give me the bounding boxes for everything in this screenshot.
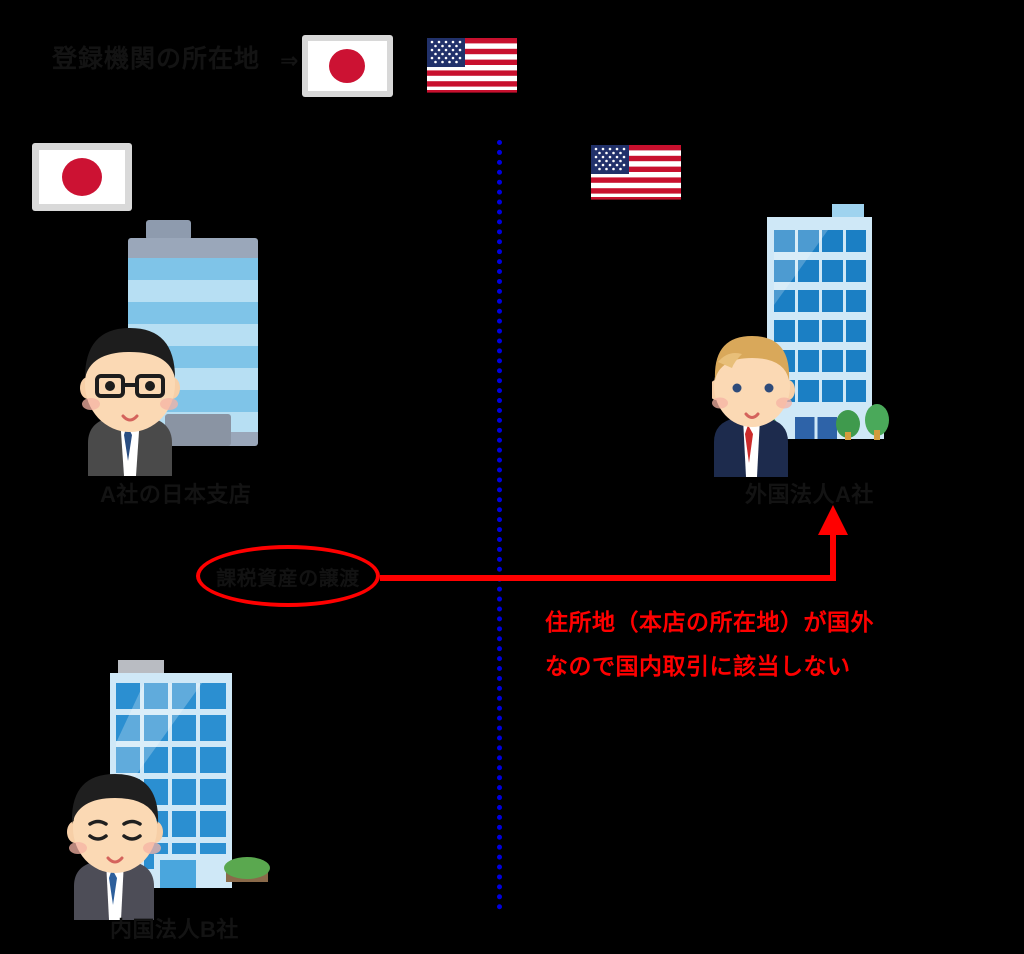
- transaction-label: 課税資産の譲渡: [216, 567, 360, 590]
- foreign-corp-label: 外国法人A社: [745, 482, 874, 507]
- domestic-corp-illustration: [66, 658, 291, 925]
- annotation-note: 住所地（本店の所在地）が国外 なので国内取引に該当しない: [545, 600, 874, 688]
- ellipse-outline: [196, 545, 380, 607]
- foreign-corp-illustration: [709, 202, 907, 482]
- annotation-line-1: 住所地（本店の所在地）が国外: [545, 609, 874, 635]
- annotation-line-2: なので国内取引に該当しない: [545, 653, 851, 679]
- transaction-ellipse: 課税資産の譲渡: [196, 545, 380, 607]
- branch-illustration: [75, 218, 275, 481]
- japan-flag-branch: [30, 140, 134, 214]
- domestic-corp-label: 内国法人B社: [110, 917, 239, 942]
- branch-label: A社の日本支店: [100, 482, 252, 507]
- page-title: 登録機関の所在地: [52, 45, 261, 73]
- usa-flag: [424, 30, 520, 100]
- domestic-foreign-divider: [497, 140, 502, 910]
- japan-flag: [300, 32, 395, 100]
- arrow-right-icon: ⇒: [280, 48, 299, 73]
- usa-flag-foreign: [588, 136, 684, 208]
